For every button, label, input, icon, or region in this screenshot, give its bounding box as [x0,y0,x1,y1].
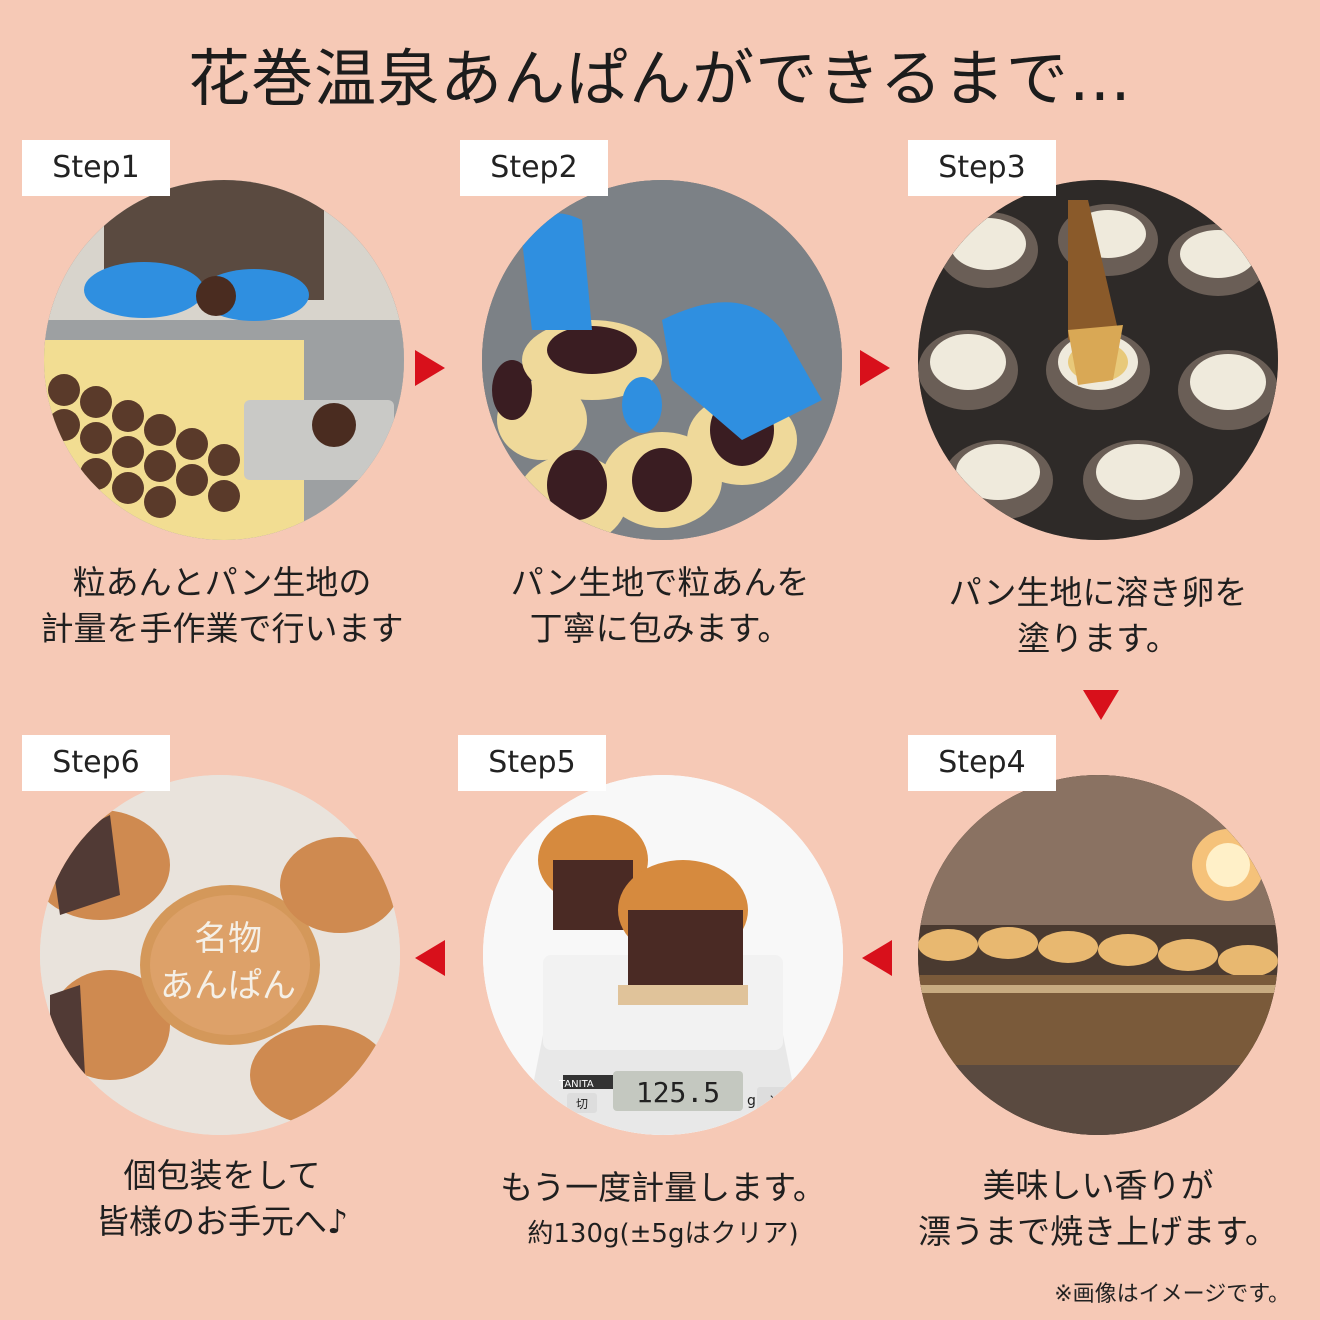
step-2: Step2 パン生地で粒あんを 丁寧に包みます。 [460,140,880,700]
step-6-caption: 個包装をして 皆様のお手元へ♪ [95,1156,349,1241]
step-6-tag: Step6 [22,735,170,791]
scale-brand: TANITA [558,1079,594,1090]
arrow-1-to-2 [415,350,445,386]
step-5: Step5 125.5 g TANITA 切 入 もう一度計量します。 約130… [458,735,878,1295]
step-6: Step6 名物 あんぱん 個包装をして 皆様のお手元へ♪ [22,735,442,1295]
scale-btn-right: 入 [767,1094,779,1108]
step-1-caption: 粒あんとパン生地の 計量を手作業で行います [40,563,404,648]
arrow-2-to-3 [860,350,890,386]
step-5-photo: 125.5 g TANITA 切 入 [483,775,843,1135]
step-1-tag: Step1 [22,140,170,196]
scale-btn-left: 切 [576,1097,588,1111]
step-1-photo [44,180,404,540]
arrow-4-to-5 [862,940,892,976]
step-5-caption: もう一度計量します。 約130g(±5gはクリア) [500,1168,826,1249]
step-2-photo [482,180,842,540]
step-3: Step3 パン生地に溶き卵を 塗ります。 [908,140,1320,700]
step-3-tag: Step3 [908,140,1056,196]
step-2-tag: Step2 [460,140,608,196]
step-4-photo [918,775,1278,1135]
image-disclaimer: ※画像はイメージです。 [1054,1282,1290,1307]
arrow-3-to-4 [1083,690,1119,720]
step-4-tag: Step4 [908,735,1056,791]
step-4: Step4 美味しい香りが 漂うまで焼き上げます。 [908,735,1320,1295]
bun-stamp-line2: あんぱん [160,966,296,1006]
step-4-caption: 美味しい香りが 漂うまで焼き上げます。 [918,1166,1278,1251]
scale-reading: 125.5 [636,1076,720,1109]
step-1: Step1 粒あんとパン生地の 計量を手作業で行います [22,140,442,700]
step-3-caption: パン生地に溶き卵を 塗ります。 [948,573,1248,658]
step-6-photo: 名物 あんぱん [40,775,400,1135]
bun-stamp-line1: 名物 [194,919,262,959]
arrow-5-to-6 [415,940,445,976]
scale-unit: g [747,1093,756,1109]
step-5-tag: Step5 [458,735,606,791]
step-3-photo [918,180,1278,540]
step-2-caption: パン生地で粒あんを 丁寧に包みます。 [510,563,810,648]
page-title: 花巻温泉あんぱんができるまで… [188,42,1132,115]
